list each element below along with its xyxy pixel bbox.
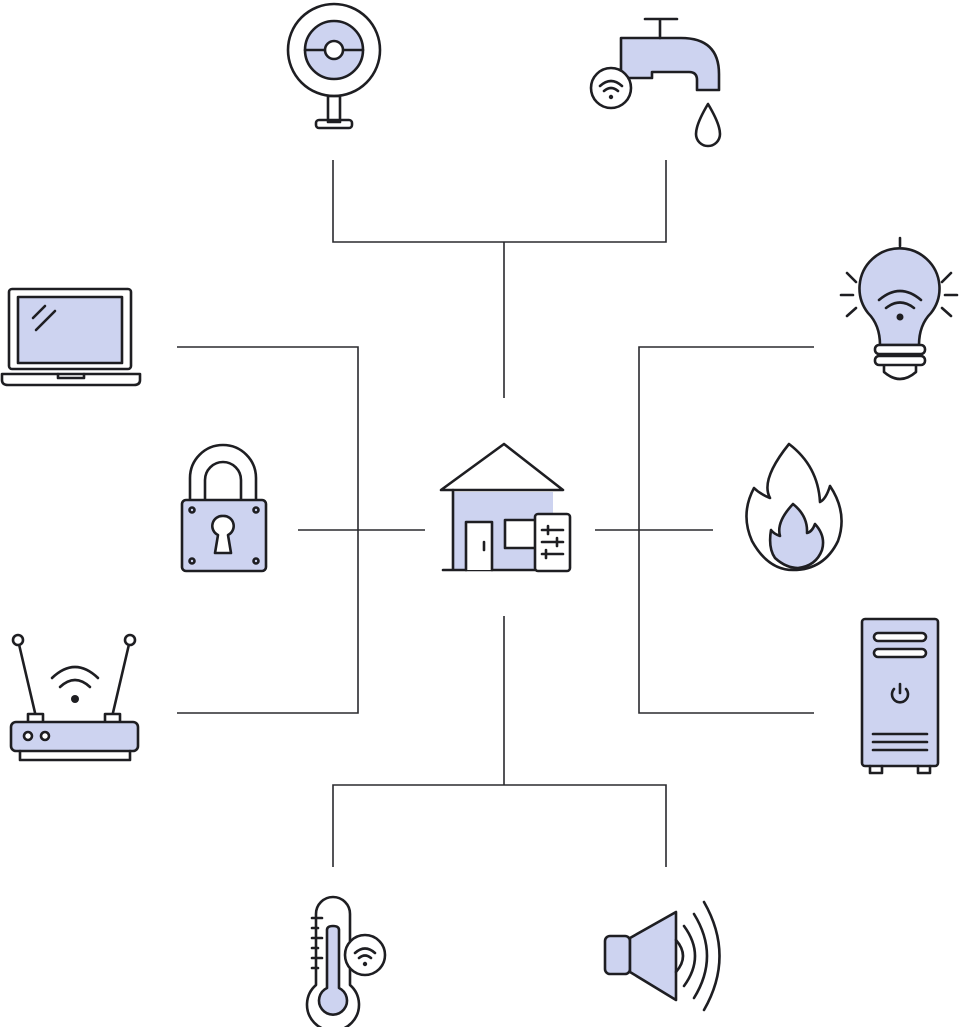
padlock-icon xyxy=(180,443,268,573)
thermometer-icon xyxy=(305,895,387,1027)
connector-bottom xyxy=(332,616,667,867)
connector-lines xyxy=(177,160,814,867)
laptop-icon xyxy=(0,287,142,387)
wifi-router-icon xyxy=(9,633,140,762)
smart-bulb-icon xyxy=(839,236,959,381)
connector-top xyxy=(332,160,667,398)
smart-faucet-icon xyxy=(589,17,722,148)
fire-icon xyxy=(745,442,843,572)
speaker-icon xyxy=(603,900,721,1012)
webcam-icon xyxy=(286,2,382,130)
smart-home-icon xyxy=(439,442,572,573)
server-tower-icon xyxy=(860,617,940,775)
